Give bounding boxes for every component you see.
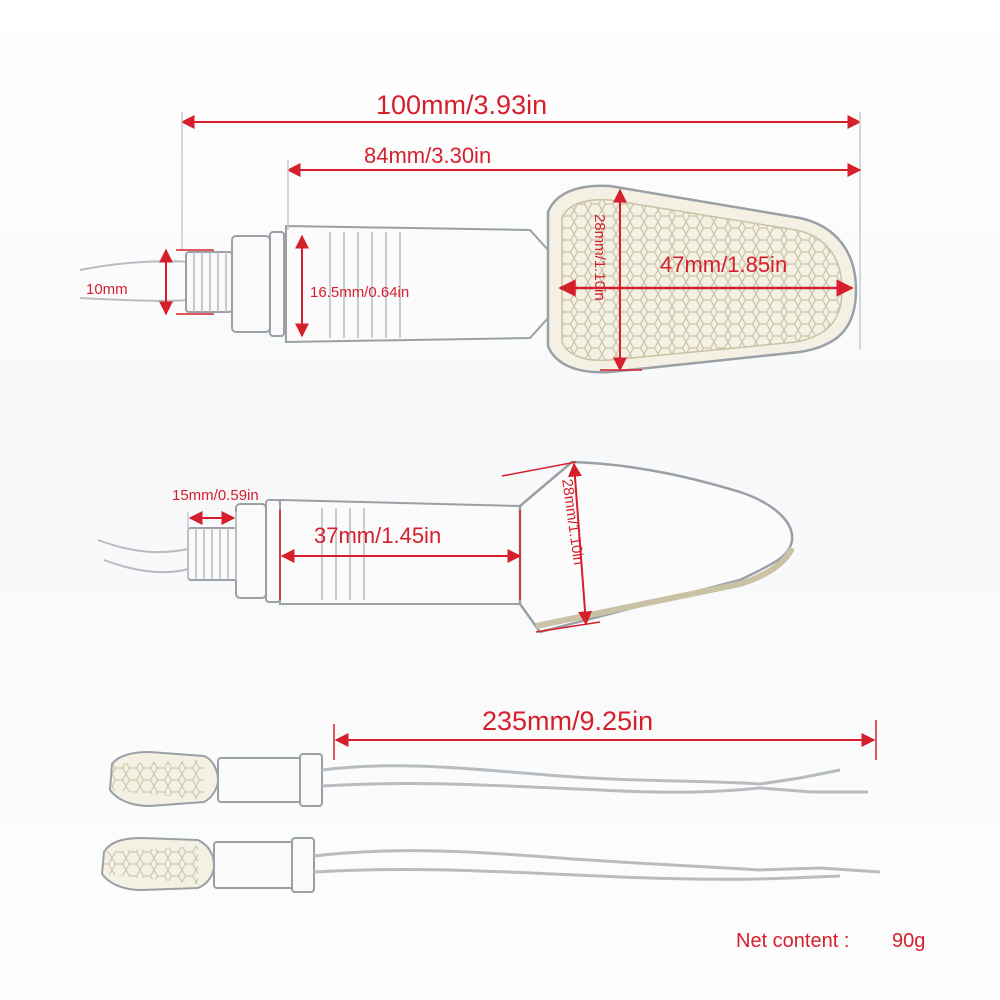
cable-length-label: 235mm/9.25in (482, 706, 654, 736)
thread-shape (185, 251, 233, 313)
side-dimension-lines (187, 461, 601, 633)
body-length-label: 84mm/3.30in (364, 143, 492, 168)
body-diameter-label: 16.5mm/0.64in (310, 284, 410, 301)
indicator-pair-with-cables (100, 750, 881, 893)
indicator-top-view (79, 184, 858, 374)
total-length-label: 100mm/3.93in (376, 90, 548, 120)
thread-length-label: 15mm/0.59in (172, 487, 259, 504)
lens-length-label: 47mm/1.85in (660, 252, 788, 277)
cable-dimension-line (333, 720, 877, 760)
top-dimension-lines (159, 112, 862, 372)
stem-length-label: 37mm/1.45in (314, 523, 442, 548)
net-content-value: 90g (892, 930, 926, 952)
lens-height-top-label: 28mm/1.10in (591, 214, 608, 301)
nut-shape (231, 235, 271, 333)
thread-diameter-label: 10mm (86, 281, 128, 298)
net-content: Net content : 90g (736, 930, 925, 953)
net-content-label: Net content : (736, 930, 850, 952)
